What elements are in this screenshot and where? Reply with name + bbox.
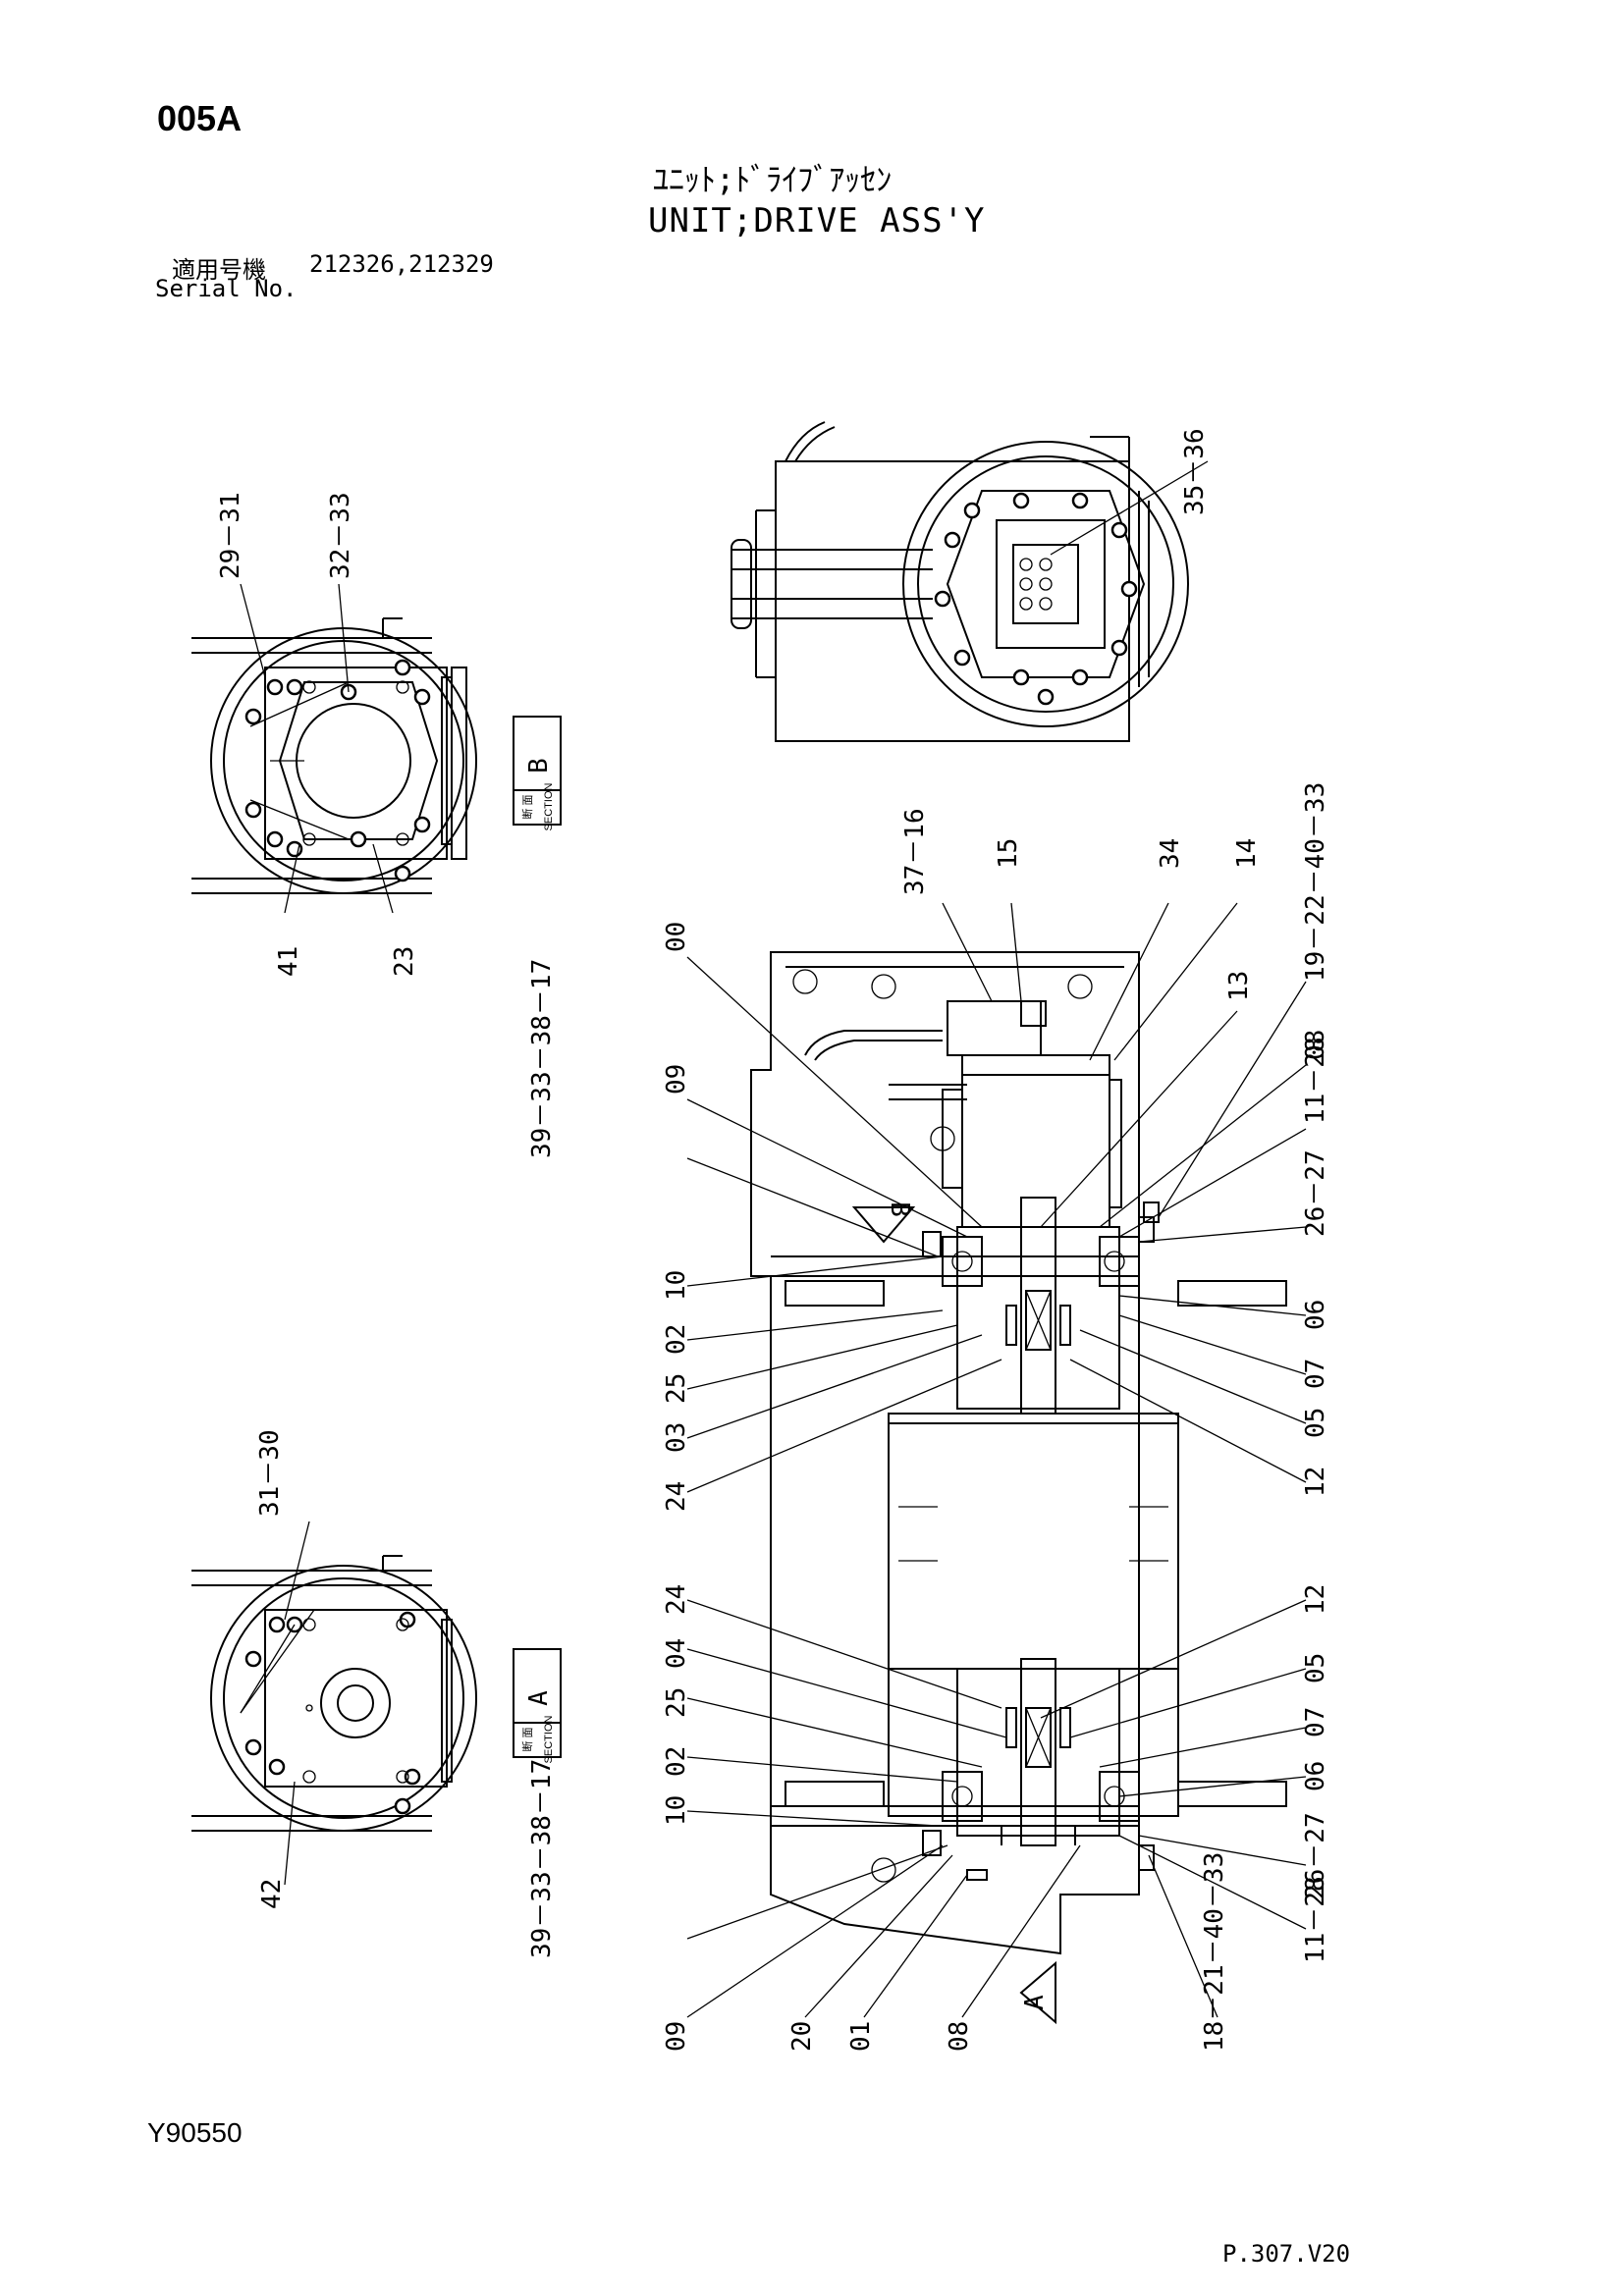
callout-39-33-38-17-upper: 39－33－38－17: [527, 959, 557, 1158]
callout-29-31: 29－31: [216, 492, 245, 579]
callout-23: 23: [390, 946, 419, 977]
section-b-jp: 断 面: [520, 794, 534, 819]
callout-05-upper: 05: [1301, 1408, 1330, 1438]
callout-14: 14: [1232, 838, 1262, 869]
callout-15: 15: [994, 838, 1023, 869]
callout-09-upper: 09: [662, 1064, 691, 1095]
section-b-letter: B: [524, 758, 554, 774]
section-a-en: SECTION: [543, 1716, 555, 1764]
section-a-jp: 断 面: [520, 1727, 534, 1751]
callout-06-lower: 06: [1301, 1761, 1330, 1791]
section-a-label: A 断 面 SECTION: [513, 1648, 562, 1764]
view-arrow-b: B: [885, 1201, 914, 1217]
callout-39-33-38-17-lower: 39－33－38－17: [527, 1759, 557, 1958]
section-a-letter: A: [524, 1690, 554, 1706]
serial-label-english: Serial No.: [155, 275, 298, 302]
callout-20: 20: [787, 2021, 817, 2052]
callout-00: 00: [662, 922, 691, 952]
leader-lines: [240, 460, 1307, 2018]
section-a-view: [191, 1555, 477, 1832]
callout-labels: 29－31 32－33 41 23 35－36 37－16 15 34 14 0…: [216, 428, 1330, 2052]
section-b-en: SECTION: [543, 783, 555, 831]
callout-13: 13: [1224, 971, 1254, 1001]
callout-07-upper: 07: [1301, 1359, 1330, 1389]
callout-11-28-lower: 11－28: [1301, 1876, 1330, 1963]
drawing-number: Y90550: [147, 2117, 243, 2148]
callout-12-upper: 12: [1301, 1467, 1330, 1497]
section-b-view: [191, 617, 477, 894]
callout-08-lower: 08: [945, 2021, 974, 2052]
section-b-label: B 断 面 SECTION: [513, 716, 562, 831]
callout-05-lower: 05: [1301, 1653, 1330, 1683]
callout-35-36: 35－36: [1180, 428, 1210, 515]
callout-25-upper: 25: [662, 1373, 691, 1404]
callout-18-21-40-33: 18－21－40－33: [1200, 1852, 1229, 2052]
callout-07-lower: 07: [1301, 1707, 1330, 1737]
callout-24-lower: 24: [662, 1584, 691, 1615]
title-english: UNIT;DRIVE ASS'Y: [648, 201, 986, 240]
page-code: 005A: [157, 98, 243, 138]
main-assembly-section: B A: [750, 951, 1287, 2025]
callout-26-27-lower: 26－27: [1301, 1812, 1330, 1899]
callout-41: 41: [274, 946, 303, 977]
title-japanese: ﾕﾆｯﾄ;ﾄﾞﾗｲﾌﾞｱｯｾﾝ: [653, 161, 893, 198]
callout-10-upper: 10: [662, 1270, 691, 1301]
callout-09-lower: 09: [662, 2021, 691, 2052]
page-reference: P.307.V20: [1222, 2240, 1351, 2268]
callout-06-upper: 06: [1301, 1300, 1330, 1330]
callout-12-lower: 12: [1301, 1584, 1330, 1615]
callout-01: 01: [846, 2021, 876, 2052]
callout-03: 03: [662, 1422, 691, 1453]
top-view-drawing: [731, 421, 1189, 742]
callout-08-upper: 08: [1301, 1030, 1330, 1060]
callout-37-16: 37－16: [900, 808, 930, 895]
serial-numbers: 212326,212329: [309, 250, 494, 278]
callout-42: 42: [257, 1879, 287, 1909]
callout-31-30: 31－30: [255, 1429, 285, 1517]
serial-label-japanese: 適用号機: [172, 256, 266, 284]
view-arrow-a: A: [1020, 1995, 1050, 2010]
callout-34: 34: [1156, 838, 1185, 869]
callout-10-lower: 10: [662, 1795, 691, 1826]
callout-02-upper: 02: [662, 1324, 691, 1355]
callout-11-28-upper: 11－28: [1301, 1037, 1330, 1124]
callout-04: 04: [662, 1638, 691, 1669]
callout-02-lower: 02: [662, 1746, 691, 1777]
callout-32-33: 32－33: [326, 492, 355, 579]
callout-26-27-upper: 26－27: [1301, 1149, 1330, 1237]
callout-25-lower: 25: [662, 1687, 691, 1718]
callout-24-upper: 24: [662, 1481, 691, 1512]
callout-19-22-40-33: 19－22－40－33: [1301, 782, 1330, 982]
